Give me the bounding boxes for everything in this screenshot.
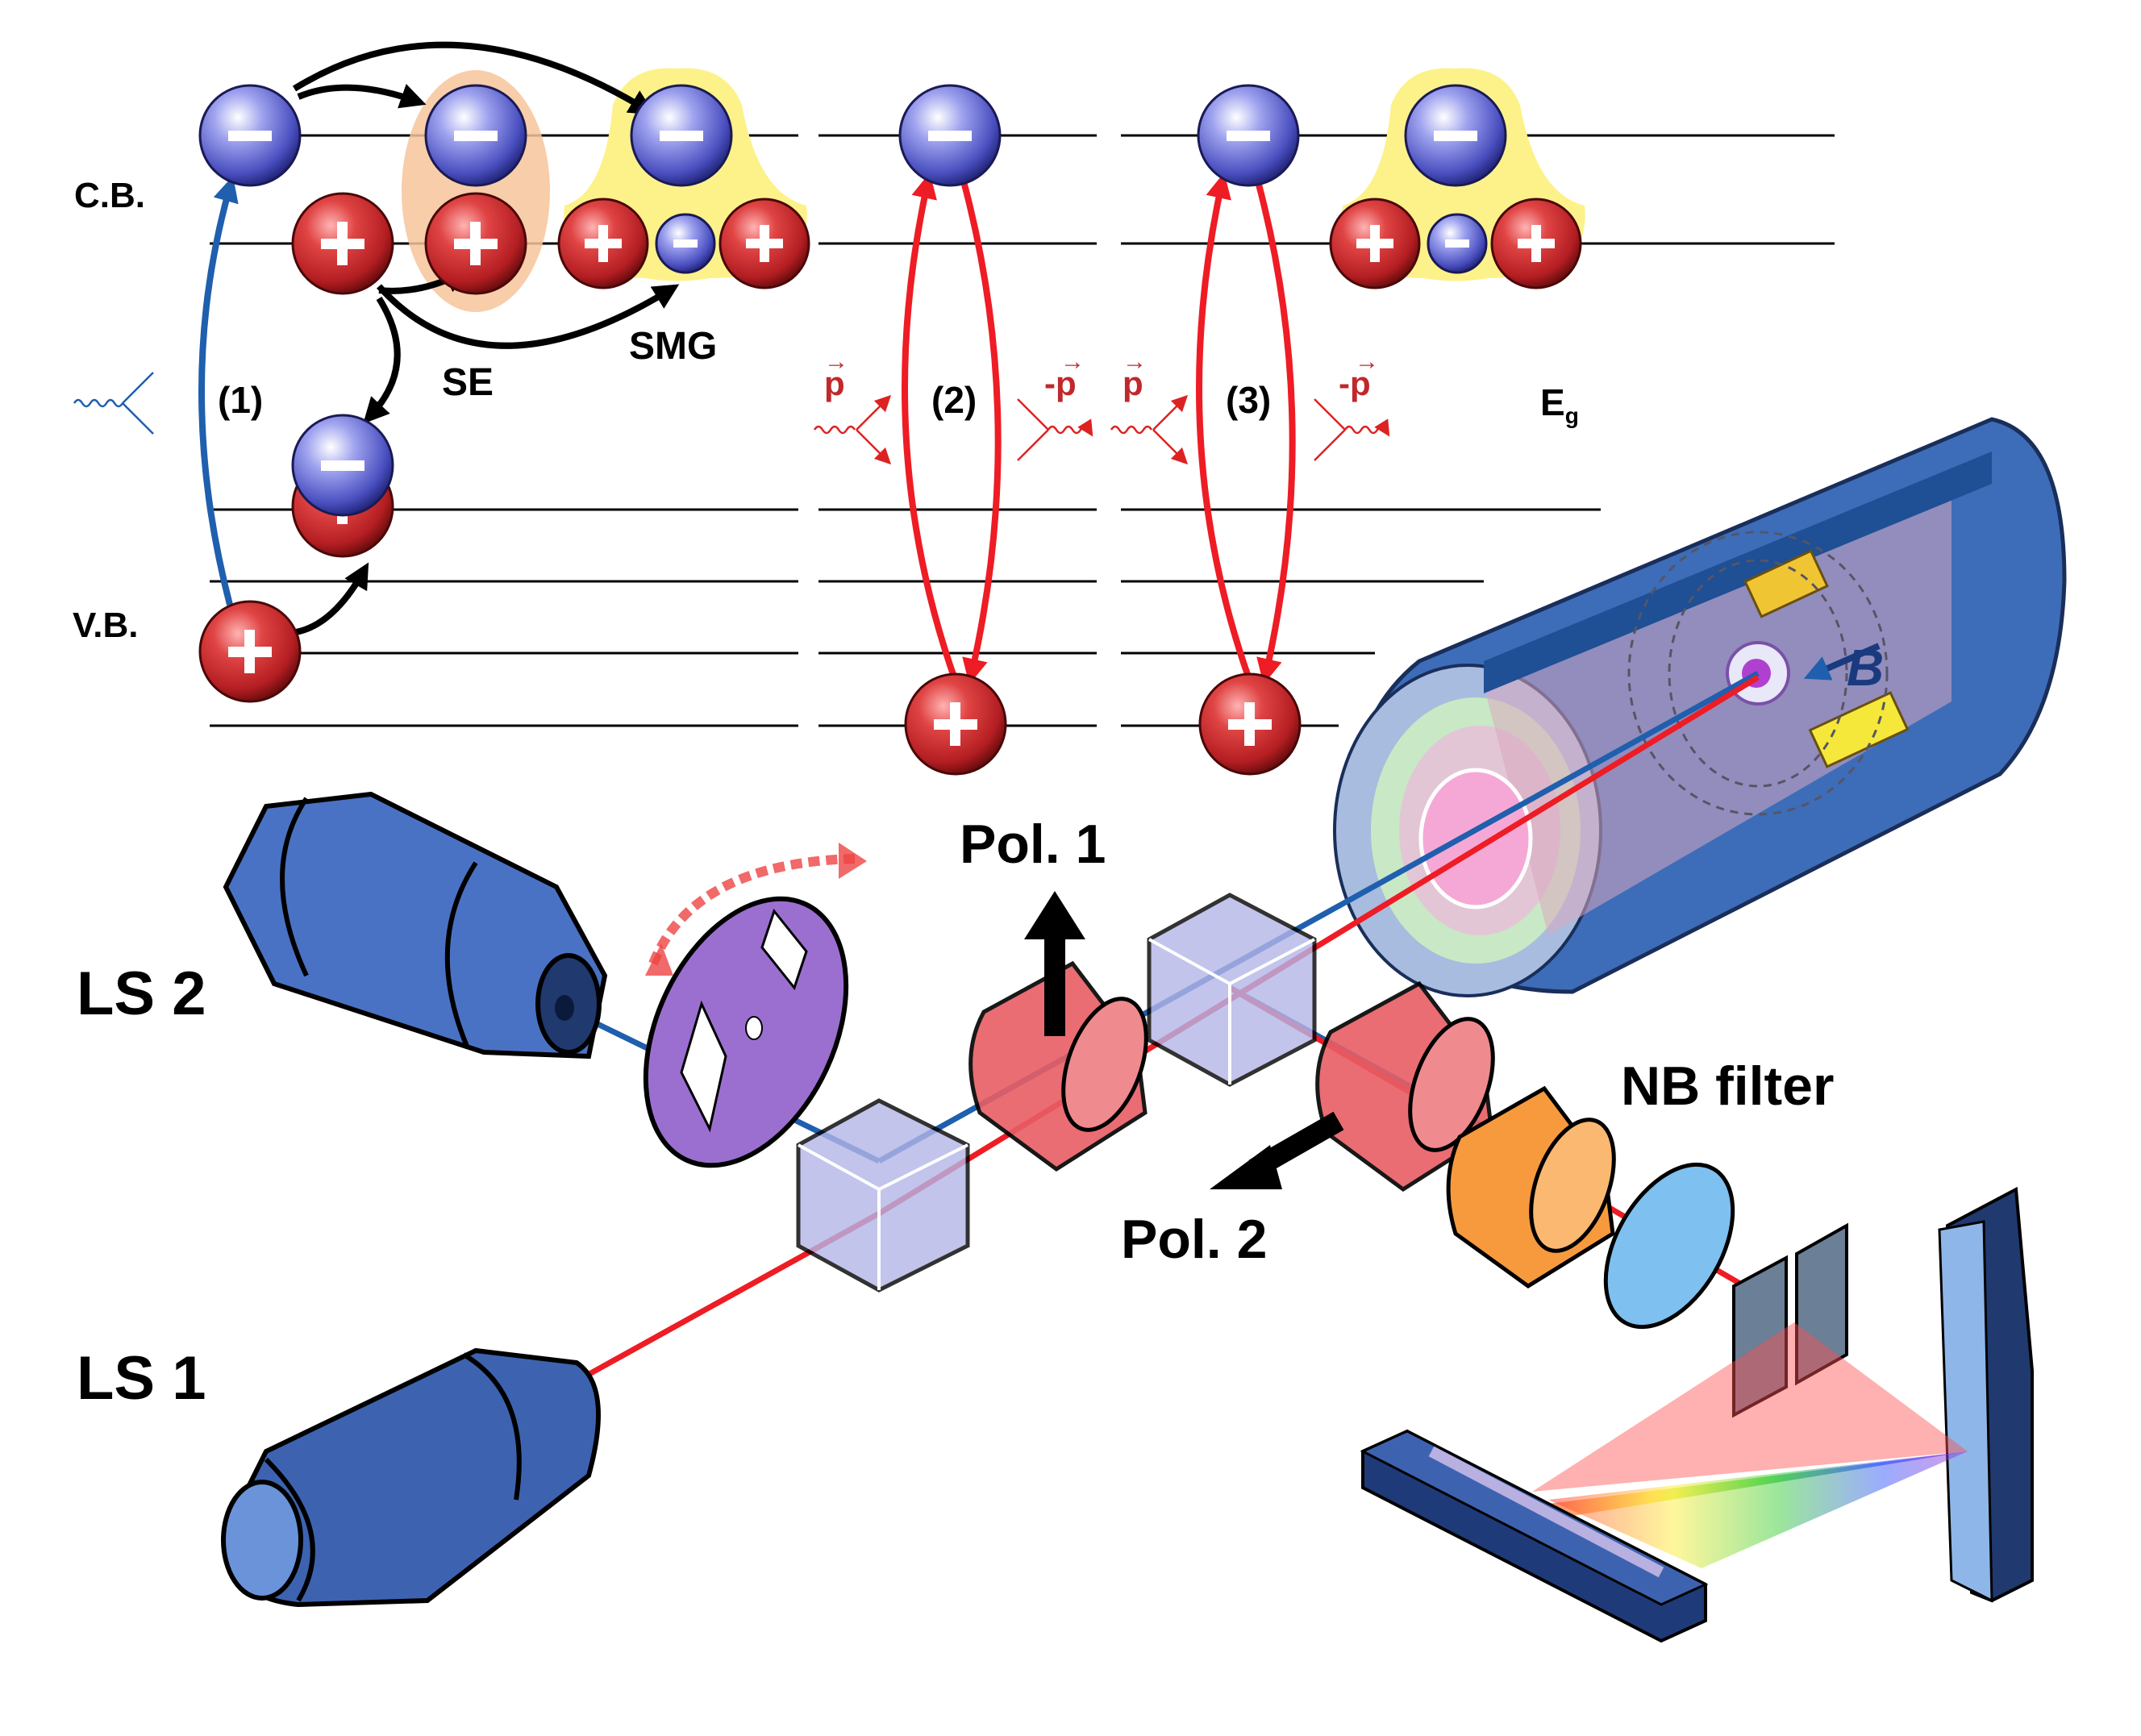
momentum-arrow-2: →	[824, 348, 848, 375]
light-source-2	[223, 791, 608, 1060]
momentum-arrow-2b: →	[1060, 348, 1085, 375]
trion-complex-2	[1329, 198, 1582, 289]
photon-icon-3b	[1314, 398, 1390, 461]
ccd-detector	[1360, 1429, 1709, 1643]
absorption-emission-arrows	[902, 172, 1296, 685]
hole-particle	[904, 672, 1007, 776]
beam-splitter-cube-1	[796, 1098, 970, 1293]
electron-particle	[898, 84, 1002, 187]
momentum-arrow-3: →	[1123, 348, 1147, 375]
optical-chopper	[643, 843, 867, 1168]
pol1-label: Pol. 1	[960, 814, 1106, 875]
trion-complex-1	[557, 198, 810, 289]
entrance-slit	[1732, 1222, 1848, 1418]
momentum-arrow-3b: →	[1355, 348, 1379, 375]
smg-label: SMG	[629, 325, 717, 368]
electron-particle	[1404, 84, 1507, 187]
electron-particle	[1197, 84, 1300, 187]
diffraction-grating	[1938, 1186, 2034, 1603]
ls2-label: LS 2	[77, 960, 206, 1028]
hole-particle	[424, 192, 527, 295]
polarizer-2	[1210, 980, 1495, 1193]
process-label-3: (3)	[1226, 379, 1271, 421]
photon-icon-3a	[1110, 394, 1189, 465]
momentum-negp-3: -p	[1339, 364, 1371, 402]
photon-icon-1	[73, 372, 154, 435]
vb-label: V.B.	[73, 606, 139, 645]
hole-particle	[1198, 672, 1302, 776]
exciton-pair	[291, 414, 394, 558]
gap-label: Eg	[1540, 381, 1579, 428]
polarizer-1	[968, 891, 1148, 1172]
nb-filter-label: NB filter	[1621, 1055, 1834, 1117]
momentum-p-3: p	[1123, 364, 1143, 402]
excitation-arrow-1	[198, 176, 239, 606]
momentum-negp-2: -p	[1044, 364, 1077, 402]
process-label-1: (1)	[218, 379, 263, 421]
electron-particle	[424, 84, 527, 187]
photon-icon-2a	[813, 394, 892, 465]
photon-icon-2b	[1017, 398, 1093, 461]
pol2-label: Pol. 2	[1121, 1209, 1267, 1270]
momentum-p-2: p	[824, 364, 845, 402]
sample-window	[1418, 768, 1533, 910]
magnetic-field-label: B	[1847, 639, 1884, 697]
beam-splitter-cube-2	[1147, 893, 1317, 1087]
focusing-lens	[1603, 1162, 1735, 1330]
electron-particle	[630, 84, 733, 187]
hole-particle	[198, 600, 302, 703]
nb-filter	[1446, 1085, 1616, 1289]
light-source-1	[221, 1347, 601, 1608]
electron-particle	[198, 84, 302, 187]
hole-particle	[291, 192, 394, 295]
spectrum-fan	[1516, 1322, 1968, 1568]
se-label: SE	[442, 361, 494, 404]
process-label-2: (2)	[931, 379, 977, 421]
ls1-label: LS 1	[77, 1344, 206, 1413]
cb-label: C.B.	[74, 176, 145, 215]
